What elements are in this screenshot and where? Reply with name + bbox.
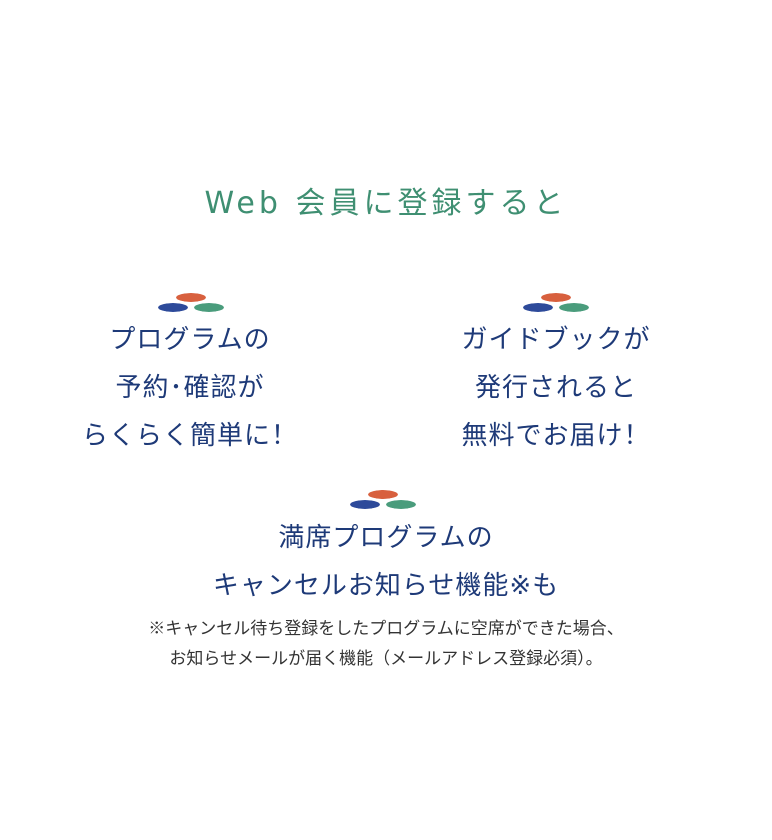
leaf-emblem-icon xyxy=(156,291,226,315)
benefit-line: プログラムの xyxy=(109,325,271,355)
leaf-orange-icon xyxy=(368,490,398,499)
leaf-green-icon xyxy=(386,500,416,509)
leaf-emblem-icon xyxy=(348,488,418,512)
benefit-line: 発行されると xyxy=(474,373,637,403)
leaf-blue-icon xyxy=(158,303,188,312)
benefit-guidebook: ガイドブックが 発行されると 無料でお届け！ xyxy=(406,316,706,460)
benefit-line: 予約･確認が xyxy=(115,373,265,403)
footnote: ※キャンセル待ち登録をしたプログラムに空席ができた場合、 お知らせメールが届く機… xyxy=(0,614,772,674)
benefit-booking: プログラムの 予約･確認が らくらく簡単に！ xyxy=(40,316,340,460)
benefit-line: 満席プログラムの xyxy=(278,523,494,553)
benefit-cancel-notice: 満席プログラムの キャンセルお知らせ機能※も xyxy=(0,514,772,610)
footnote-line: お知らせメールが届く機能（メールアドレス登録必須）。 xyxy=(169,649,603,669)
benefit-line: らくらく簡単に！ xyxy=(81,421,298,451)
leaf-blue-icon xyxy=(350,500,380,509)
leaf-emblem-icon xyxy=(521,291,591,315)
leaf-green-icon xyxy=(559,303,589,312)
benefit-line: キャンセルお知らせ機能※も xyxy=(212,571,560,601)
benefit-line: 無料でお届け！ xyxy=(461,421,651,451)
heading: Web 会員に登録すると xyxy=(204,186,568,221)
leaf-orange-icon xyxy=(176,293,206,302)
leaf-green-icon xyxy=(194,303,224,312)
benefit-line: ガイドブックが xyxy=(461,325,651,355)
leaf-orange-icon xyxy=(541,293,571,302)
footnote-line: ※キャンセル待ち登録をしたプログラムに空席ができた場合、 xyxy=(148,619,624,639)
leaf-blue-icon xyxy=(523,303,553,312)
